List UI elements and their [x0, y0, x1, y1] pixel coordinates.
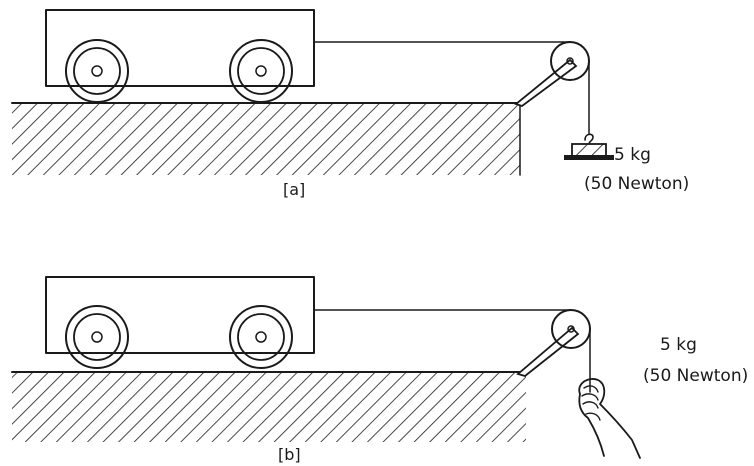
pulley-bracket	[514, 58, 578, 108]
mass-label-a: 5 kg	[614, 145, 651, 165]
cart-wheel-right	[229, 39, 293, 103]
cart-wheel-left	[65, 39, 129, 103]
cart-wheel-left	[65, 305, 129, 369]
caption-a: [a]	[283, 180, 305, 199]
table-surface	[12, 103, 520, 175]
mass-label-b: 5 kg	[660, 335, 697, 355]
panel-a: 5 kg (50 Newton) [a]	[11, 9, 689, 199]
caption-b: [b]	[278, 445, 301, 464]
cart-body	[45, 9, 315, 87]
force-label-b: (50 Newton)	[643, 366, 748, 386]
hanging-weight	[564, 133, 614, 160]
table-surface	[12, 372, 526, 442]
pulley-bracket	[516, 326, 580, 377]
force-label-a: (50 Newton)	[584, 174, 689, 194]
cart-body	[45, 276, 315, 354]
panel-b: 5 kg (50 Newton) [b]	[11, 276, 748, 464]
cart-wheel-right	[229, 305, 293, 369]
hand	[578, 378, 641, 459]
